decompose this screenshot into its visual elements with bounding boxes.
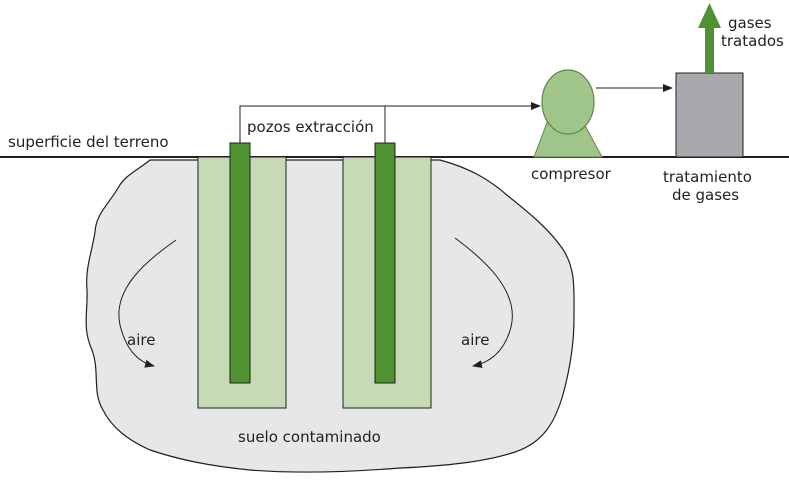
extraction-wells-label: pozos extracción [247, 118, 374, 136]
arrow-up-icon [698, 3, 721, 73]
treated-gases-label-line1: gases [728, 14, 772, 32]
curved-arrow-icon [454, 237, 513, 369]
contaminated-soil-region [85, 159, 575, 473]
well-pipe-left [229, 142, 251, 384]
compressor-label: compresor [531, 165, 612, 183]
ground-surface-label: superficie del terreno [8, 133, 169, 151]
gas-treatment-label-line1: tratamiento [663, 168, 752, 186]
compressor-icon [533, 69, 603, 158]
extraction-piping [239, 105, 386, 143]
contaminated-soil-label: suelo contaminado [238, 428, 381, 446]
gas-treatment-label-line2: de gases [672, 186, 739, 204]
gas-treatment-unit-icon [675, 72, 744, 158]
curved-arrow-icon [118, 239, 177, 368]
air-label-right: aire [461, 331, 489, 349]
well-pipe-right [374, 142, 396, 384]
treated-gases-label-line2: tratados [721, 32, 784, 50]
air-label-left: aire [127, 331, 155, 349]
